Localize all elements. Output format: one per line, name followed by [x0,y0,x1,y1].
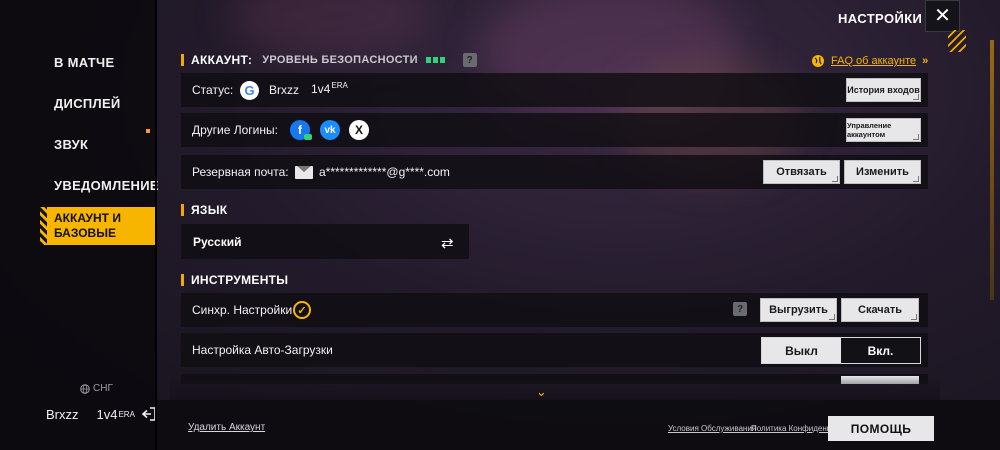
auto-download-row: Настройка Авто-Загрузки Выкл Вкл. [181,333,928,367]
sidebar: В МАТЧЕ ДИСПЛЕЙ ЗВУК УВЕДОМЛЕНИЕ АККАУНТ… [0,0,159,450]
double-chevron-icon: » [922,55,929,67]
close-icon: ✕ [934,5,951,27]
sidebar-item-display[interactable]: ДИСПЛЕЙ [54,96,121,111]
globe-icon [812,55,824,67]
auto-download-off[interactable]: Выкл [762,338,841,363]
link-badge-icon [304,134,312,140]
section-accent-bar [181,274,184,286]
vk-icon[interactable]: vk [320,120,340,140]
backup-email-row: Резервная почта: a*************@g****.co… [181,155,928,189]
sync-settings-row: Синхр. Настройки ✓ ? Выгрузить Скачать [181,293,928,327]
user-name: Brxzz [46,406,79,422]
sidebar-item-notification[interactable]: УВЕДОМЛЕНИЕ [54,178,159,193]
other-logins-label: Другие Логины: [192,123,278,137]
status-name: Brxzz [269,83,299,97]
download-settings-button[interactable]: Скачать [841,298,919,322]
sidebar-item-account[interactable]: АККАУНТ И БАЗОВЫЕ [40,207,157,245]
language-selector[interactable]: Русский ⇄ [181,224,469,259]
user-tag-sup: ERA [118,409,135,419]
auto-download-on[interactable]: Вкл. [841,338,920,363]
mail-icon [295,166,313,179]
close-button[interactable]: ✕ [925,0,960,32]
check-icon: ✓ [293,301,311,319]
background-glow [230,0,430,60]
chevron-down-icon[interactable]: ⌄ [536,384,547,399]
tools-section-header: ИНСТРУМЕНТЫ [181,273,288,287]
status-tag: 1v4 [311,82,331,96]
region-indicator: СНГ [80,383,113,394]
google-icon: G [240,81,259,100]
security-help-icon[interactable]: ? [462,53,477,67]
status-tag-sup: ERA [331,81,348,90]
security-level-label: УРОВЕНЬ БЕЗОПАСНОСТИ [262,54,418,66]
other-logins-row: Другие Логины: f vk X Управление аккаунт… [181,113,928,147]
backup-email-value: a*************@g****.com [319,165,450,179]
region-label: СНГ [93,383,113,394]
auto-download-toggle[interactable]: Выкл Вкл. [761,337,921,364]
account-section-header: АККАУНТ: УРОВЕНЬ БЕЗОПАСНОСТИ ? [181,53,477,67]
user-tag: 1v4 [96,406,118,422]
scroll-fade [170,376,940,400]
change-email-button[interactable]: Изменить [844,160,921,184]
sound-notification-dot [146,129,150,133]
active-stripes [40,207,47,245]
logout-icon[interactable] [141,406,157,422]
terms-link[interactable]: Условия Обслуживания [668,424,757,433]
unbind-email-button[interactable]: Отвязать [763,160,840,184]
language-section-title: ЯЗЫК [191,203,228,217]
status-tag-wrap: 1v4ERA [311,81,348,96]
privacy-link[interactable]: Политика Конфиденц. [751,424,834,433]
manage-account-button[interactable]: Управление аккаунтом [846,118,921,142]
tools-section-title: ИНСТРУМЕНТЫ [191,273,289,287]
x-icon[interactable]: X [349,120,369,140]
backup-email-label: Резервная почта: [192,165,289,179]
faq-link[interactable]: FAQ об аккаунте » [811,54,928,68]
edge-decoration [990,40,994,300]
security-level-indicator [425,57,445,63]
delete-account-link[interactable]: Удалить Аккаунт [188,422,266,433]
sidebar-item-sound[interactable]: ЗВУК [54,137,89,152]
auto-download-label: Настройка Авто-Загрузки [192,343,333,357]
globe-icon [80,383,90,394]
section-accent-bar [181,54,184,66]
sidebar-divider [155,0,157,450]
sidebar-item-account-label: АККАУНТ И БАЗОВЫЕ [54,211,121,240]
swap-icon: ⇄ [441,235,454,252]
sync-settings-label: Синхр. Настройки [192,303,293,317]
account-section-title: АККАУНТ: [191,53,253,67]
help-button[interactable]: ПОМОЩЬ [828,416,934,441]
status-row: Статус: G Brxzz 1v4ERA История входов [181,73,928,107]
sidebar-item-match[interactable]: В МАТЧЕ [54,55,115,70]
faq-label: FAQ об аккаунте [831,55,917,67]
sync-help-icon[interactable]: ? [733,302,747,316]
language-section-header: ЯЗЫК [181,203,227,217]
corner-decoration [948,30,966,52]
section-accent-bar [181,204,184,216]
status-label: Статус: [192,83,234,97]
language-value: Русский [193,235,242,249]
page-title: НАСТРОЙКИ [838,11,923,26]
login-history-button[interactable]: История входов [846,78,921,102]
upload-settings-button[interactable]: Выгрузить [760,298,837,322]
